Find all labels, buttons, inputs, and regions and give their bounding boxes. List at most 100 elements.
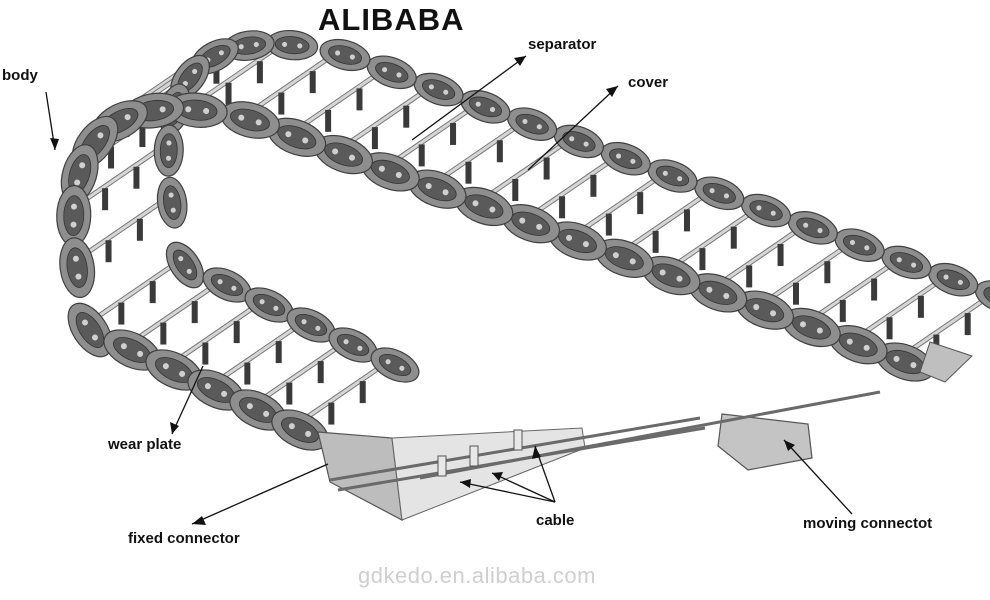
label-fixed-connector: fixed connector xyxy=(128,530,240,547)
separator-post xyxy=(730,226,737,249)
link-pin xyxy=(238,114,245,121)
link-pin xyxy=(203,108,210,115)
link-pin xyxy=(238,44,244,50)
link-pin xyxy=(612,252,619,259)
link-pin xyxy=(803,222,809,228)
link-pin xyxy=(615,153,622,159)
link-pin xyxy=(428,84,434,90)
cover-bar-highlight xyxy=(75,193,174,262)
moving-connector-end xyxy=(919,341,973,383)
link-pin xyxy=(489,206,496,213)
link-pin xyxy=(443,89,449,95)
link-pin xyxy=(957,279,963,285)
separator-post xyxy=(746,265,753,288)
link-recess xyxy=(274,36,310,55)
separator-post xyxy=(465,161,472,184)
link-pin xyxy=(863,344,870,351)
chain-link xyxy=(834,228,885,262)
chain-link xyxy=(56,185,92,247)
separator-post xyxy=(118,302,125,325)
link-pin xyxy=(97,132,104,139)
separator-post xyxy=(917,295,924,318)
separator-post xyxy=(286,382,293,405)
link-pin xyxy=(170,207,176,213)
chain-link xyxy=(928,262,979,297)
link-pin xyxy=(246,403,253,410)
separator-post xyxy=(213,61,220,84)
link-pin xyxy=(124,114,131,121)
annotation-arrows xyxy=(45,55,853,525)
link-recess xyxy=(983,286,990,308)
chain-link xyxy=(594,238,654,278)
link-pin xyxy=(315,325,321,331)
chain-link xyxy=(694,176,745,211)
link-pin xyxy=(218,50,224,56)
chain-link xyxy=(165,241,205,289)
separator-post xyxy=(605,213,612,236)
link-pin xyxy=(382,67,388,73)
separator-post xyxy=(317,361,324,384)
link-pin xyxy=(168,192,174,198)
link-pin xyxy=(179,370,186,377)
link-pin xyxy=(723,193,730,199)
separator-post xyxy=(202,342,209,365)
separator-post xyxy=(160,322,167,345)
arrow-cable-3 xyxy=(459,481,556,503)
link-pin xyxy=(723,292,730,299)
link-pin xyxy=(255,119,262,126)
arrow-fixed-connector xyxy=(191,463,329,525)
link-pin xyxy=(378,165,385,172)
link-pin xyxy=(178,256,184,262)
link-pin xyxy=(395,171,402,178)
separator-post xyxy=(225,82,232,105)
separator-post xyxy=(371,127,378,150)
chain-links-outer xyxy=(56,92,935,451)
separator-post xyxy=(824,261,831,284)
separator-post xyxy=(309,71,316,94)
chain-link xyxy=(286,307,336,343)
link-pin xyxy=(285,131,292,138)
separator-post xyxy=(964,313,971,336)
separator-post xyxy=(699,248,706,271)
link-pin xyxy=(756,205,762,211)
chain-link xyxy=(319,38,371,72)
link-pin xyxy=(74,179,81,186)
chain-link xyxy=(454,186,514,227)
link-pin xyxy=(817,227,823,234)
link-pin xyxy=(536,223,543,230)
chain-link xyxy=(156,176,188,229)
separator-post xyxy=(356,88,363,111)
chain-link xyxy=(641,255,701,296)
separator-post xyxy=(496,140,503,163)
link-pin xyxy=(799,321,806,328)
link-pin xyxy=(706,286,713,293)
link-pin xyxy=(385,359,391,365)
chain-link xyxy=(460,90,511,124)
chain-link xyxy=(266,29,319,61)
chain-link xyxy=(875,342,935,382)
link-pin xyxy=(569,136,575,142)
separator-post xyxy=(590,174,597,197)
arrow-moving-connector xyxy=(783,439,853,515)
chain-link xyxy=(59,237,96,299)
separator-post xyxy=(108,146,115,169)
link-pin xyxy=(335,50,341,56)
link-pin xyxy=(343,339,349,345)
separator-post xyxy=(543,157,550,180)
link-pin xyxy=(583,141,589,147)
chain-link xyxy=(370,347,420,383)
separator-post xyxy=(278,92,285,115)
link-pin xyxy=(425,183,432,190)
separator-post xyxy=(149,281,156,304)
link-pin xyxy=(70,221,77,228)
chain-link xyxy=(361,152,420,192)
separator-post xyxy=(136,218,143,241)
link-pin xyxy=(186,268,192,274)
chain-link xyxy=(244,287,294,323)
link-pin xyxy=(536,124,542,130)
separator-post xyxy=(839,299,846,322)
link-pin xyxy=(192,68,198,74)
link-pin xyxy=(79,162,86,169)
separator-post xyxy=(328,402,335,425)
